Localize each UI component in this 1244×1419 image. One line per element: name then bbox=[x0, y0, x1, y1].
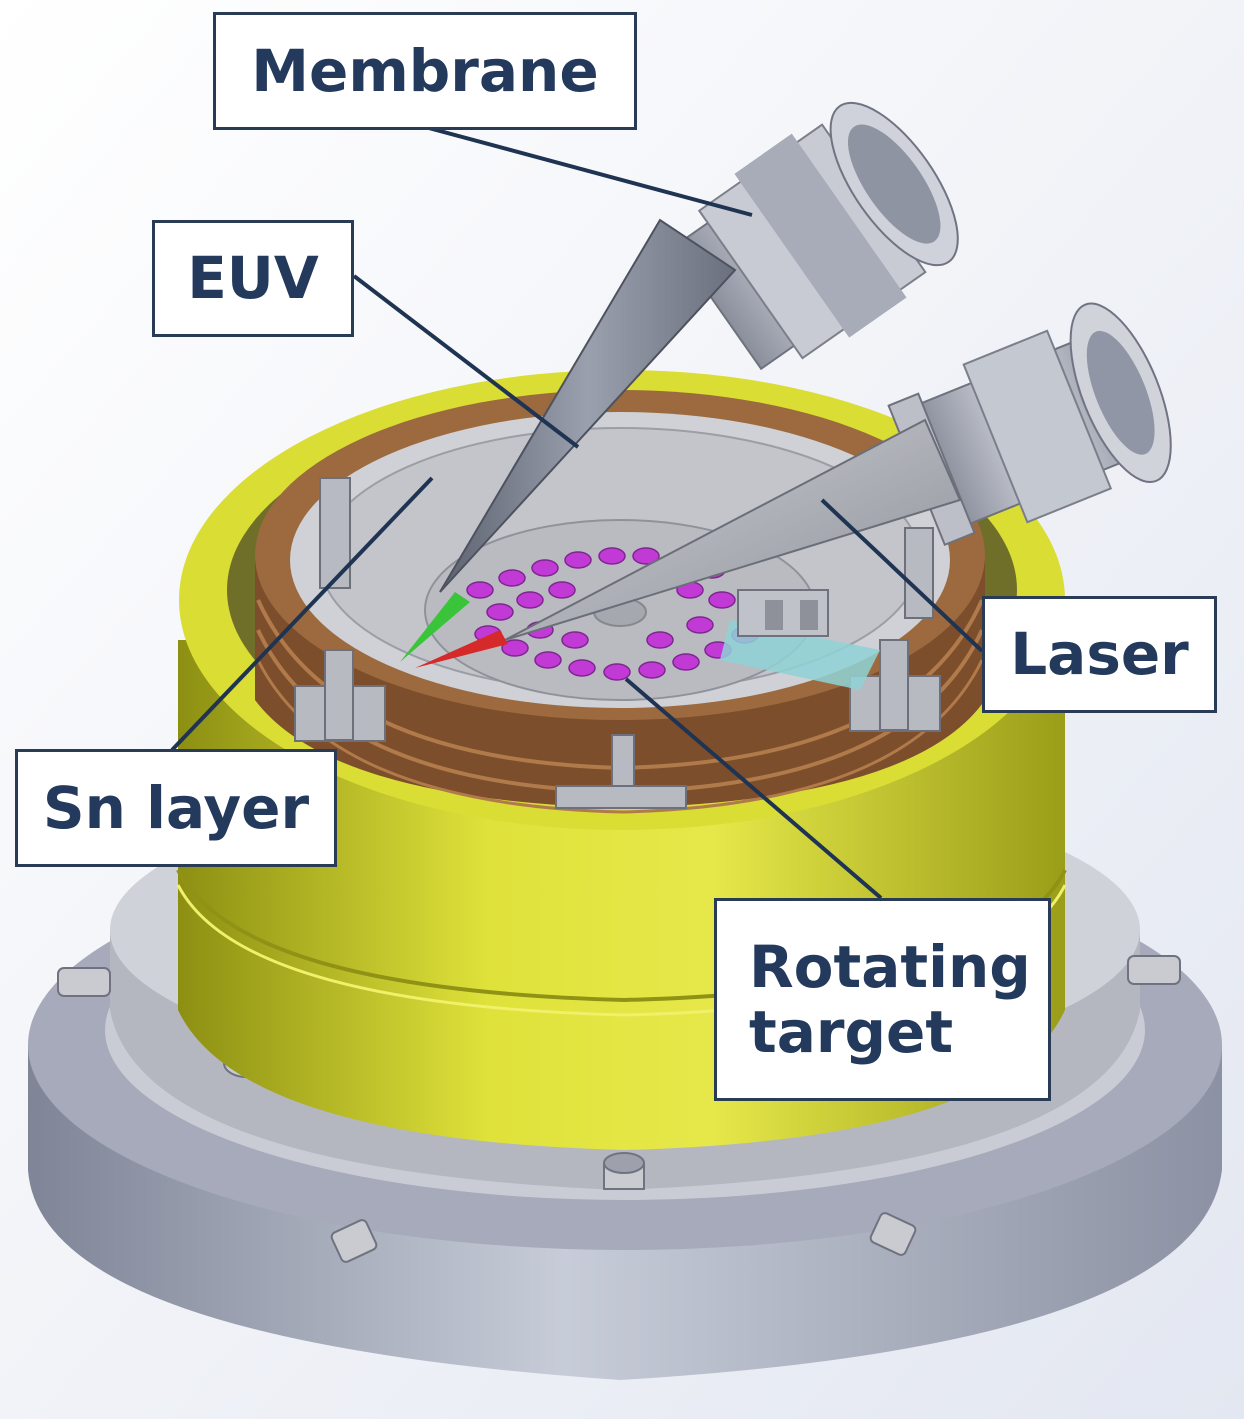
label-rotating-target-line2: target bbox=[749, 997, 954, 1066]
euv-beamline bbox=[439, 101, 959, 593]
target-fixture bbox=[720, 589, 880, 690]
laser-beam-tip bbox=[415, 630, 508, 668]
euv-beam-tip bbox=[400, 592, 470, 662]
leader-line-sn-layer bbox=[170, 476, 434, 752]
rim-brackets bbox=[294, 477, 941, 809]
leader-line-membrane bbox=[424, 125, 753, 217]
leader-lines bbox=[170, 125, 984, 900]
leader-line-euv bbox=[352, 274, 580, 449]
target-holes bbox=[466, 547, 759, 681]
label-membrane: Membrane bbox=[213, 12, 637, 130]
label-laser-text: Laser bbox=[1010, 620, 1189, 689]
label-laser: Laser bbox=[982, 596, 1217, 713]
label-sn-layer-text: Sn layer bbox=[42, 773, 310, 842]
label-rotating-target-line1: Rotating bbox=[749, 932, 1031, 1001]
label-rotating-target: Rotating target bbox=[714, 898, 1051, 1101]
label-sn-layer: Sn layer bbox=[15, 749, 337, 867]
label-euv-text: EUV bbox=[187, 244, 319, 313]
label-membrane-text: Membrane bbox=[251, 36, 599, 105]
leader-line-rotating-target bbox=[624, 677, 883, 900]
label-euv: EUV bbox=[152, 220, 354, 337]
laser-beamline bbox=[504, 302, 1172, 641]
leader-line-laser bbox=[820, 498, 984, 653]
